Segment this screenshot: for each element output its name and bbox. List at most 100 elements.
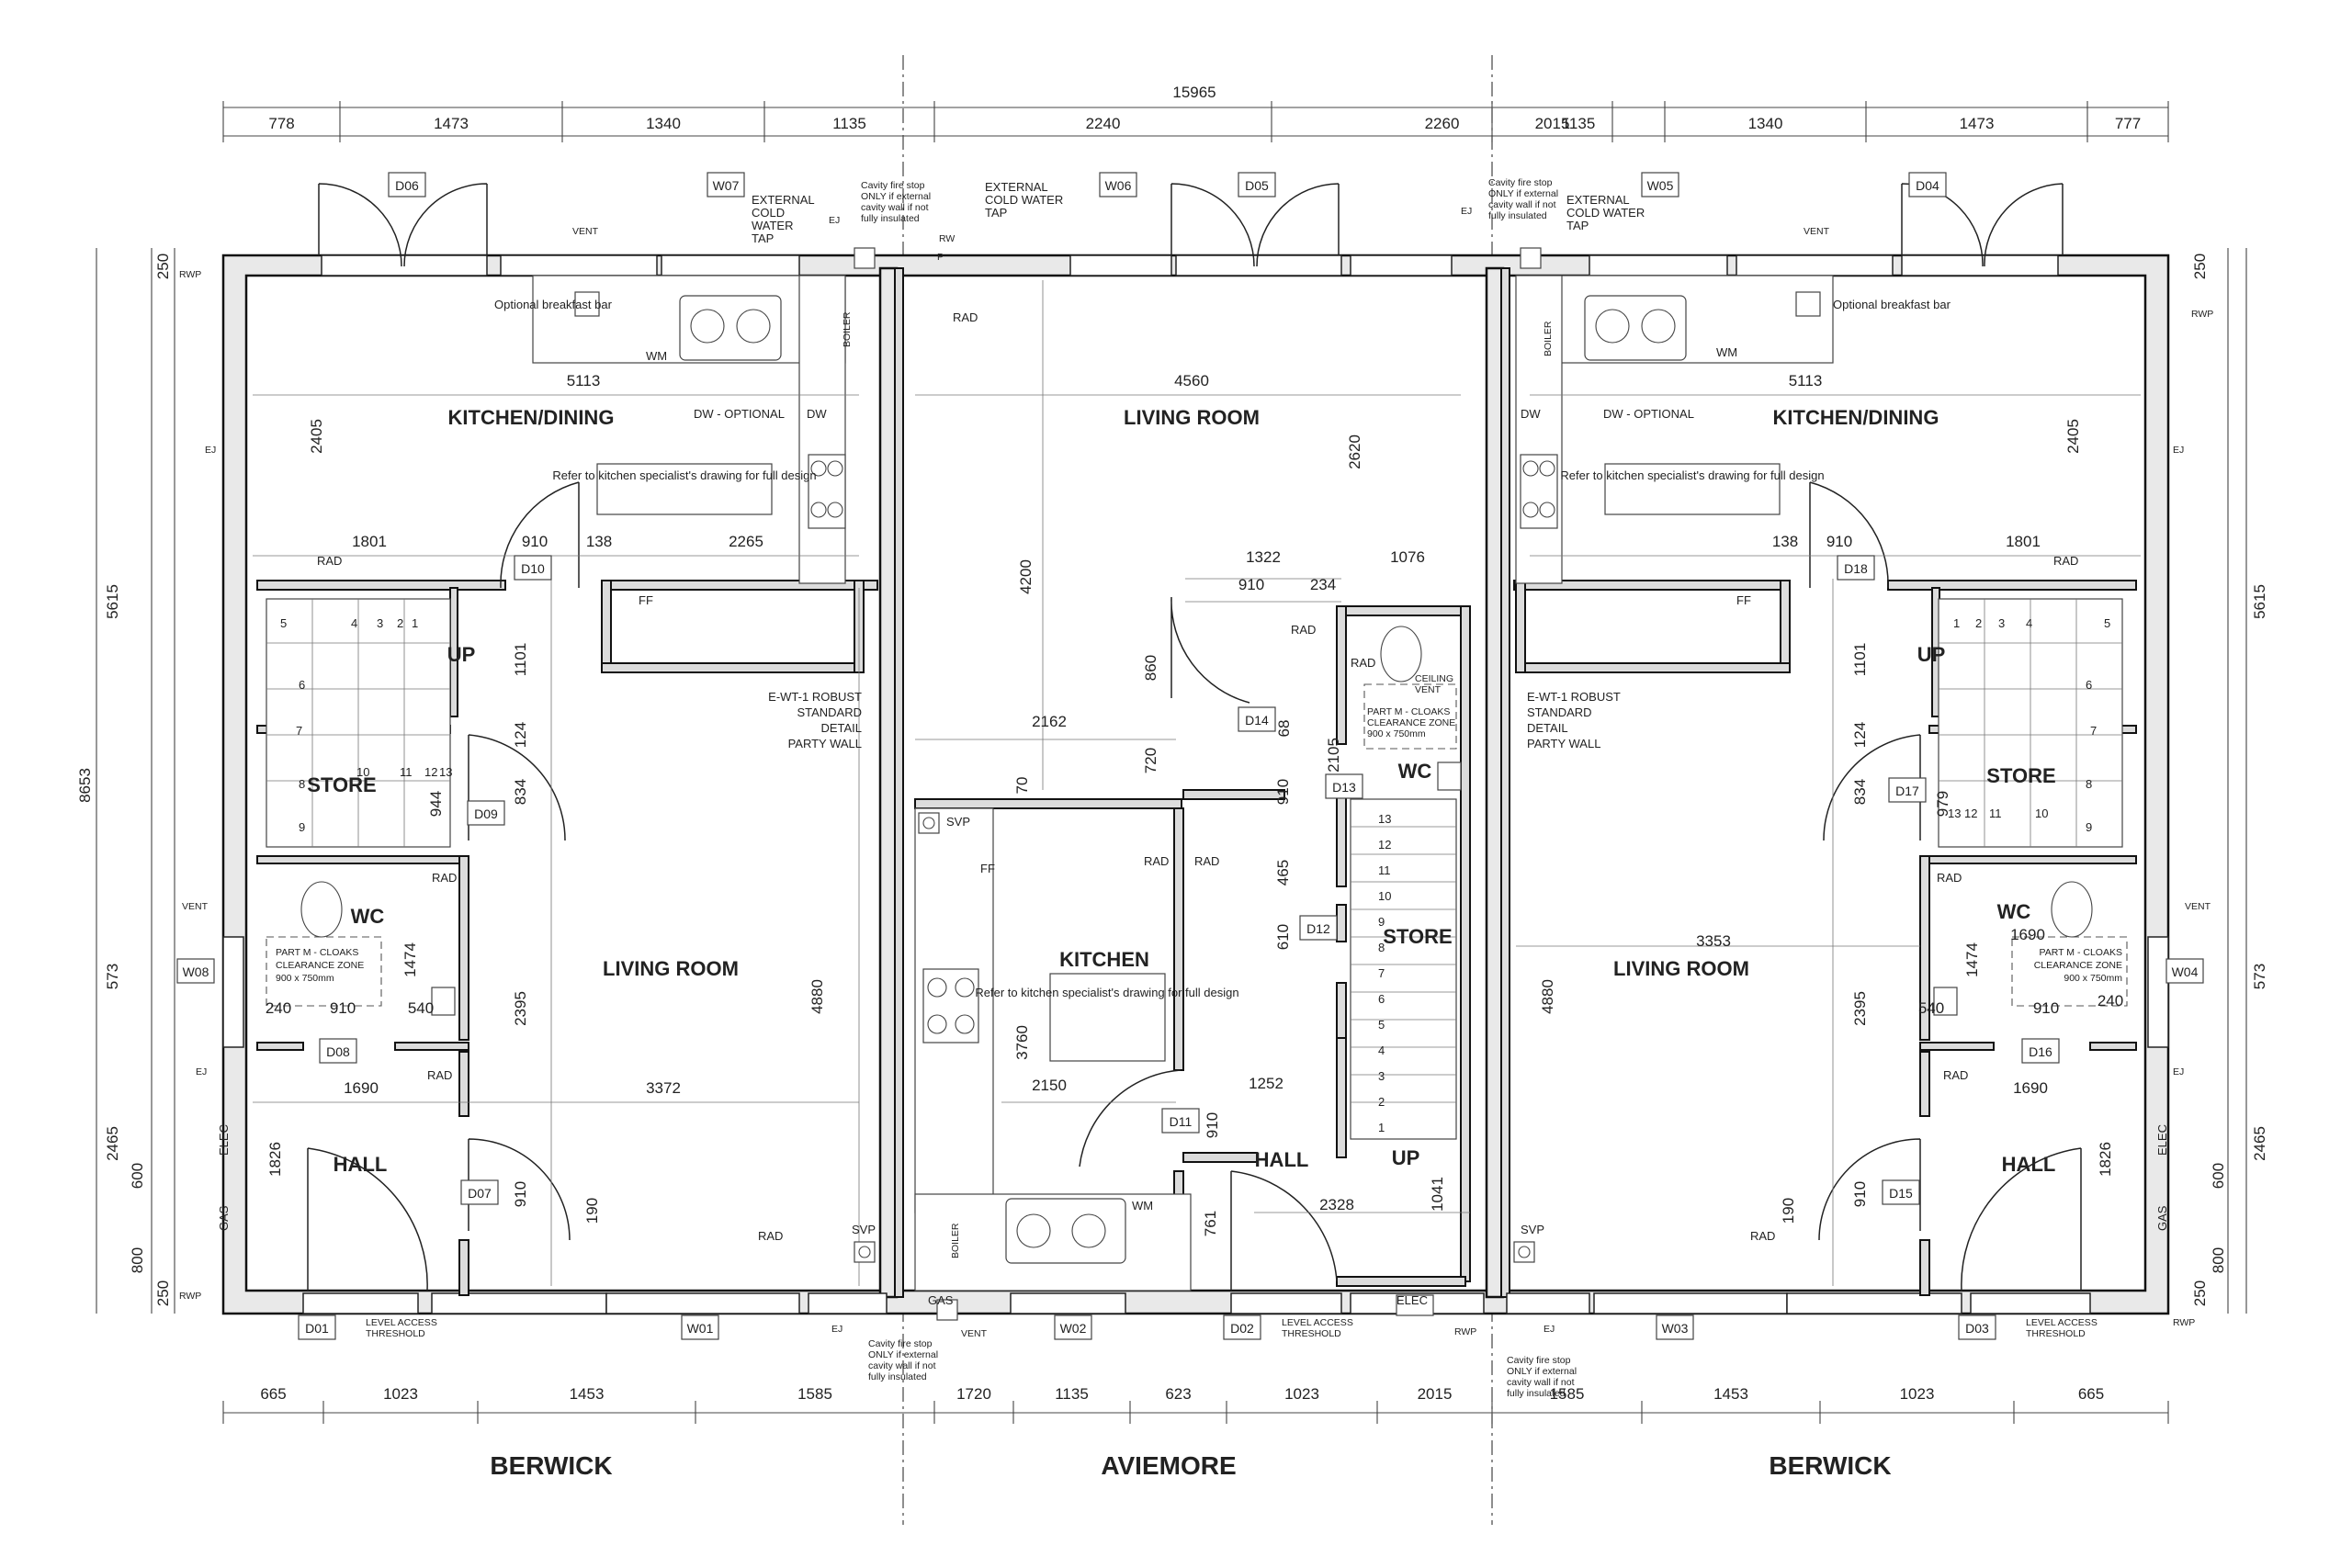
tag-box-w07 xyxy=(707,172,745,197)
bottom-dim-9: 1585 xyxy=(1550,1385,1585,1403)
tag-box-d14 xyxy=(1238,706,1276,732)
av-rad-3: RAD xyxy=(1351,656,1375,670)
right-main-dim: 5615 xyxy=(2251,584,2268,619)
av-inner-dim-15: 610 xyxy=(1274,924,1292,950)
av-boiler: BOILER xyxy=(950,1223,961,1258)
cavity-top-2-1: ONLY if external xyxy=(1488,188,1558,199)
unit-labels: BERWICK AVIEMORE BERWICK xyxy=(490,1451,1891,1480)
rwp-bottom-mid: RWP xyxy=(1454,1326,1476,1337)
b2-stair-13: 13 xyxy=(1948,807,1961,820)
level-access-3-1: THRESHOLD xyxy=(2026,1328,2086,1339)
kitchen-units xyxy=(532,275,1834,1292)
b1-inner-dim-4: 138 xyxy=(586,533,612,550)
b2-wm: WM xyxy=(1716,345,1737,359)
av-kitchen-label: KITCHEN xyxy=(1059,948,1149,971)
cavity-bottom-1-0: Cavity fire stop xyxy=(868,1338,933,1349)
b1-inner-dim-14: 2395 xyxy=(512,991,529,1026)
ej-bottom-1: EJ xyxy=(831,1324,842,1335)
b2-stair-6: 6 xyxy=(2086,678,2092,692)
tag-box-w01 xyxy=(681,1314,719,1340)
av-inner-dim-19: 910 xyxy=(1204,1112,1221,1138)
b1-stair-9: 9 xyxy=(299,820,305,834)
av-inner-dim-20: 2328 xyxy=(1319,1196,1354,1213)
cavity-top-2-2: cavity wall if not xyxy=(1488,199,1556,210)
party-wall-left-3: PARTY WALL xyxy=(788,737,862,750)
b1-inner-dim-3: 910 xyxy=(522,533,548,550)
right-sub-dim-1: 2465 xyxy=(2251,1126,2268,1161)
part-m-av-2: 900 x 750mm xyxy=(1367,728,1426,739)
b2-inner-dim-20: 910 xyxy=(1851,1181,1869,1207)
av-inner-dim-6: 1076 xyxy=(1390,548,1425,566)
b2-inner-dim-5: 1101 xyxy=(1851,643,1869,677)
top-dim-1: 1473 xyxy=(434,115,469,132)
av-stair-12: 12 xyxy=(1378,838,1391,852)
b2-inner-dim-15: 4880 xyxy=(1539,979,1556,1014)
part-m-b2-0: PART M - CLOAKS xyxy=(2040,947,2122,958)
b1-breakfast-bar-note: Optional breakfast bar xyxy=(494,298,613,311)
party-wall-right-1: STANDARD xyxy=(1527,705,1592,719)
b1-inner-dim-6: 1101 xyxy=(512,643,529,677)
bottom-dim-7: 1023 xyxy=(1284,1385,1319,1403)
b1-dw: DW xyxy=(807,407,827,421)
ceiling-vent-0: CEILING xyxy=(1415,673,1453,684)
vent-b2-side: VENT xyxy=(2185,901,2211,912)
b2-rad-3: RAD xyxy=(1943,1068,1968,1082)
b2-stair-10: 10 xyxy=(2035,807,2048,820)
tag-d16: D16 xyxy=(2029,1044,2052,1059)
tag-d02: D02 xyxy=(1230,1321,1254,1336)
b2-inner-dim-4: 138 xyxy=(1772,533,1798,550)
bottom-dim-2: 1453 xyxy=(570,1385,605,1403)
b1-dw-optional: DW - OPTIONAL xyxy=(694,407,785,421)
b2-inner-dim-13: 240 xyxy=(2098,992,2123,1010)
b1-stair-5: 5 xyxy=(280,616,287,630)
av-stair-3: 3 xyxy=(1378,1069,1385,1083)
b2-living-room-label: LIVING ROOM xyxy=(1613,957,1749,980)
b2-inner-dim-0: 5113 xyxy=(1789,372,1823,389)
staircases xyxy=(266,598,2123,1140)
b1-rad-1: RAD xyxy=(317,554,342,568)
cavity-top-1-2: cavity wall if not xyxy=(861,202,929,213)
level-access-1-0: LEVEL ACCESS xyxy=(366,1317,437,1328)
b1-inner-dim-5: 2265 xyxy=(729,533,763,550)
b2-ff: FF xyxy=(1736,593,1751,607)
tag-box-d15 xyxy=(1882,1179,1920,1205)
b2-stair-11: 11 xyxy=(1989,807,2002,820)
b2-hall-label: HALL xyxy=(2002,1153,2056,1176)
tag-d11: D11 xyxy=(1170,1114,1193,1129)
b1-stair-2: 2 xyxy=(397,616,403,630)
cavity-bottom-1-1: ONLY if external xyxy=(868,1349,938,1360)
av-inner-dim-12: 68 xyxy=(1275,720,1293,738)
b2-stair-5: 5 xyxy=(2104,616,2110,630)
gas-b2: GAS xyxy=(2155,1205,2169,1231)
ext-water-av-0: EXTERNAL xyxy=(985,180,1048,194)
b1-living-room-label: LIVING ROOM xyxy=(603,957,739,980)
elec-b1: ELEC xyxy=(217,1124,231,1156)
tag-box-d13 xyxy=(1325,773,1363,799)
b1-inner-dim-1: 2405 xyxy=(308,419,325,454)
av-inner-dim-13: 910 xyxy=(1274,779,1292,805)
party-wall-right-0: E-WT-1 ROBUST xyxy=(1527,690,1621,704)
tag-box-d01 xyxy=(298,1314,336,1340)
right-small-dim-3: 800 xyxy=(2210,1247,2227,1273)
left-main-dim: 5615 xyxy=(104,584,121,619)
b1-inner-dim-0: 5113 xyxy=(567,372,601,389)
b1-wc-label: WC xyxy=(351,905,385,928)
tag-box-w08 xyxy=(176,958,215,984)
av-inner-dim-2: 4200 xyxy=(1017,559,1035,594)
b1-up-label: UP xyxy=(447,643,476,666)
part-m-av-0: PART M - CLOAKS xyxy=(1367,706,1450,717)
top-dim-2: 1340 xyxy=(646,115,681,132)
av-inner-dim-7: 860 xyxy=(1142,655,1159,681)
av-stair-13: 13 xyxy=(1378,812,1391,826)
left-small-dim-4: 250 xyxy=(154,1280,172,1306)
notes: Refer to kitchen specialist's drawing fo… xyxy=(179,177,2213,1399)
av-inner-dim-14: 465 xyxy=(1274,860,1292,886)
b2-store-label: STORE xyxy=(1986,764,2055,787)
bottom-dim-6: 623 xyxy=(1165,1385,1191,1403)
b2-inner-dim-11: 540 xyxy=(1918,999,1944,1017)
b2-breakfast-bar-note: Optional breakfast bar xyxy=(1833,298,1951,311)
internal-door-swings xyxy=(307,481,2082,1292)
ext-water-b1-2: WATER xyxy=(752,219,794,232)
cavity-top-1-3: fully insulated xyxy=(861,213,920,224)
